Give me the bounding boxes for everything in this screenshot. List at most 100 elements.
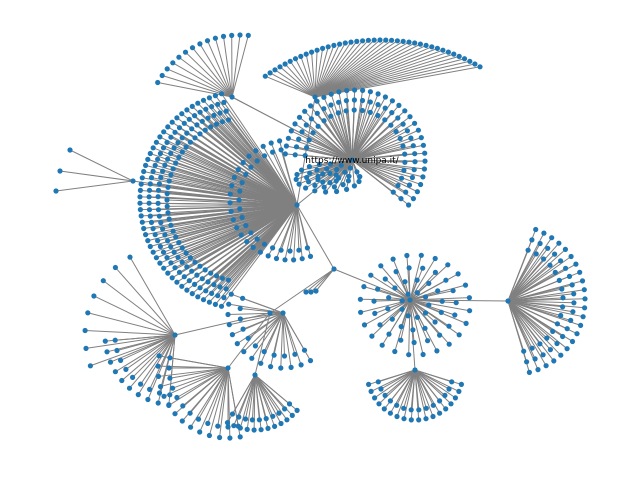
graph-node [377,37,383,43]
graph-node [321,106,327,112]
graph-node [138,381,144,387]
graph-node [328,91,334,97]
graph-node [358,309,364,315]
graph-node [278,147,284,153]
graph-edge [507,253,537,302]
graph-edge [409,267,424,301]
graph-node [556,240,562,246]
graph-node [218,303,225,309]
graph-node [186,278,192,284]
graph-node [412,120,418,126]
graph-node [237,188,243,194]
graph-node [394,38,400,44]
graph-node [406,202,412,208]
graph-node [237,305,243,312]
graph-node [392,348,398,355]
graph-node [167,392,173,398]
graph-node [248,230,254,236]
graph-edge [314,159,353,192]
graph-node [199,276,205,282]
graph-edge [409,299,450,345]
graph-node [213,121,220,127]
graph-edge [273,312,284,356]
graph-node [168,260,174,266]
graph-node [114,347,120,354]
graph-node [432,269,438,275]
graph-edge [314,39,375,98]
graph-node [223,286,229,292]
graph-node [550,328,556,334]
graph-node [307,170,313,176]
graph-node [164,197,170,203]
graph-node [187,410,193,416]
graph-node [381,406,387,412]
graph-node [206,299,212,305]
graph-edges [55,34,586,438]
graph-node [162,232,168,238]
graph-node [267,310,273,316]
graph-edge [255,150,298,206]
graph-edge [314,40,404,98]
graph-edge [296,204,308,249]
graph-node [87,363,93,369]
graph-edge [169,334,176,395]
graph-node [338,162,344,168]
graph-edge [158,204,298,211]
graph-node [293,176,299,182]
graph-node [225,424,231,430]
graph-edge [246,204,298,243]
graph-node [281,353,288,359]
graph-node [261,349,267,355]
graph-node [310,130,316,136]
graph-node [399,298,405,304]
graph-node [452,312,458,318]
graph-node [237,425,243,431]
graph-node [415,127,421,133]
graph-edge [228,303,284,314]
graph-node [229,332,235,338]
graph-node [213,273,220,279]
graph-node [505,298,511,304]
graph-edge [315,268,335,292]
graph-edge [120,334,176,361]
graph-node [367,99,373,105]
graph-edge [409,299,467,324]
graph-node [143,232,149,238]
graph-node [257,249,263,255]
graph-node [349,157,355,163]
graph-node [282,406,288,412]
graph-node [401,167,407,173]
graph-node [524,359,530,365]
graph-node [183,250,189,256]
graph-edge [507,279,560,302]
graph-edge [409,255,422,301]
graph-node [147,386,153,392]
graph-edge [129,256,176,336]
graph-node [209,290,215,296]
graph-edge [254,374,290,405]
graph-node [443,406,449,412]
graph-node [278,365,284,371]
graph-edge [351,131,397,161]
graph-node [383,37,389,43]
graph-node [320,45,326,52]
graph-node [544,335,550,341]
graph-edge [185,51,233,98]
graph-node [152,232,158,238]
graph-node [324,166,330,172]
graph-node [258,427,264,433]
graph-edge [210,126,298,206]
graph-node [432,319,438,325]
graph-node [294,202,300,208]
graph-edge [251,374,256,420]
graph-node [458,381,464,387]
graph-edge [169,367,229,379]
graph-node [231,174,237,180]
graph-edge [199,367,229,433]
graph-edge [288,137,353,161]
graph-node [296,181,302,187]
graph-node [337,41,343,47]
graph-edge [409,299,457,304]
graph-edge [245,174,298,206]
graph-node [197,41,203,47]
